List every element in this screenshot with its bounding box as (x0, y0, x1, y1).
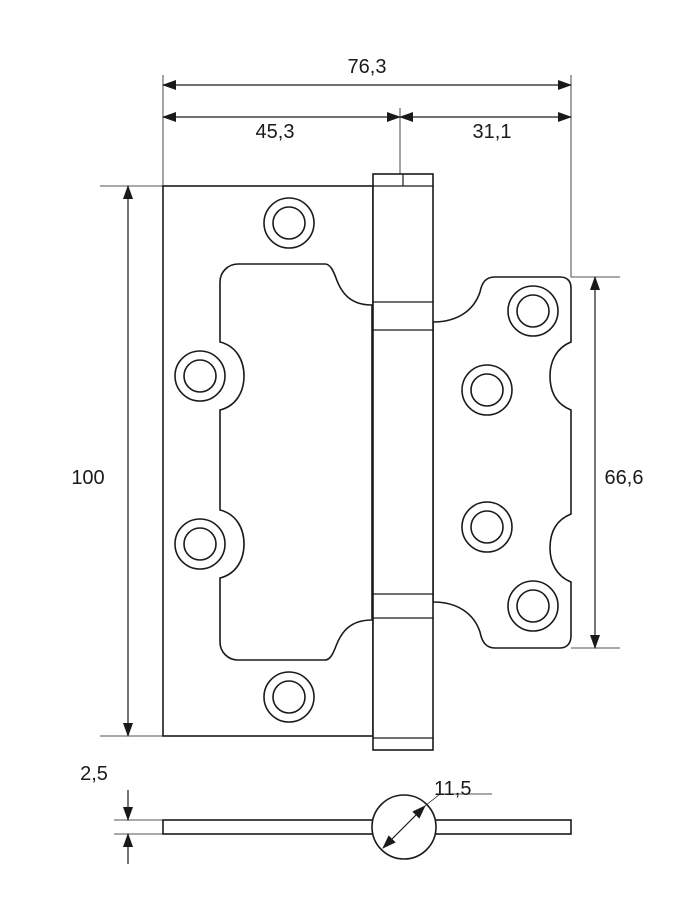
hinge-side-view (162, 793, 572, 860)
right-leaf-height-label: 66,6 (605, 467, 644, 489)
dimension-right-leaf-height: 66,6 (590, 276, 644, 649)
left-leaf-screw-holes (174, 197, 315, 723)
screw-hole-left-lower-mid (174, 518, 226, 570)
thickness-label: 2,5 (80, 763, 108, 785)
screw-hole-right-lower-mid (461, 501, 513, 553)
right-hinge-leaf (432, 276, 572, 649)
dimension-knuckle-diameter: 11,5 (434, 778, 471, 800)
dimension-left-leaf-width: 45,3 (162, 112, 401, 143)
hinge-knuckle (372, 173, 434, 751)
dimension-right-leaf-width: 31,1 (399, 112, 572, 143)
screw-hole-left-upper-mid (174, 350, 226, 402)
height-label: 100 (71, 467, 104, 489)
screw-hole-left-top (263, 197, 315, 249)
dimension-thickness: 2,5 (80, 763, 133, 864)
right-leaf-width-label: 31,1 (473, 121, 512, 143)
knuckle-diameter-label: 11,5 (434, 778, 471, 800)
screw-hole-right-upper-mid (461, 364, 513, 416)
left-hinge-leaf (162, 185, 374, 737)
overall-width-label: 76,3 (348, 56, 387, 78)
right-leaf-screw-holes (461, 285, 559, 632)
screw-hole-right-top (507, 285, 559, 337)
screw-hole-right-bottom (507, 580, 559, 632)
screw-hole-left-bottom (263, 671, 315, 723)
left-leaf-width-label: 45,3 (256, 121, 295, 143)
dimension-overall-width: 76,3 (162, 56, 572, 90)
dimension-height: 100 (71, 185, 133, 737)
